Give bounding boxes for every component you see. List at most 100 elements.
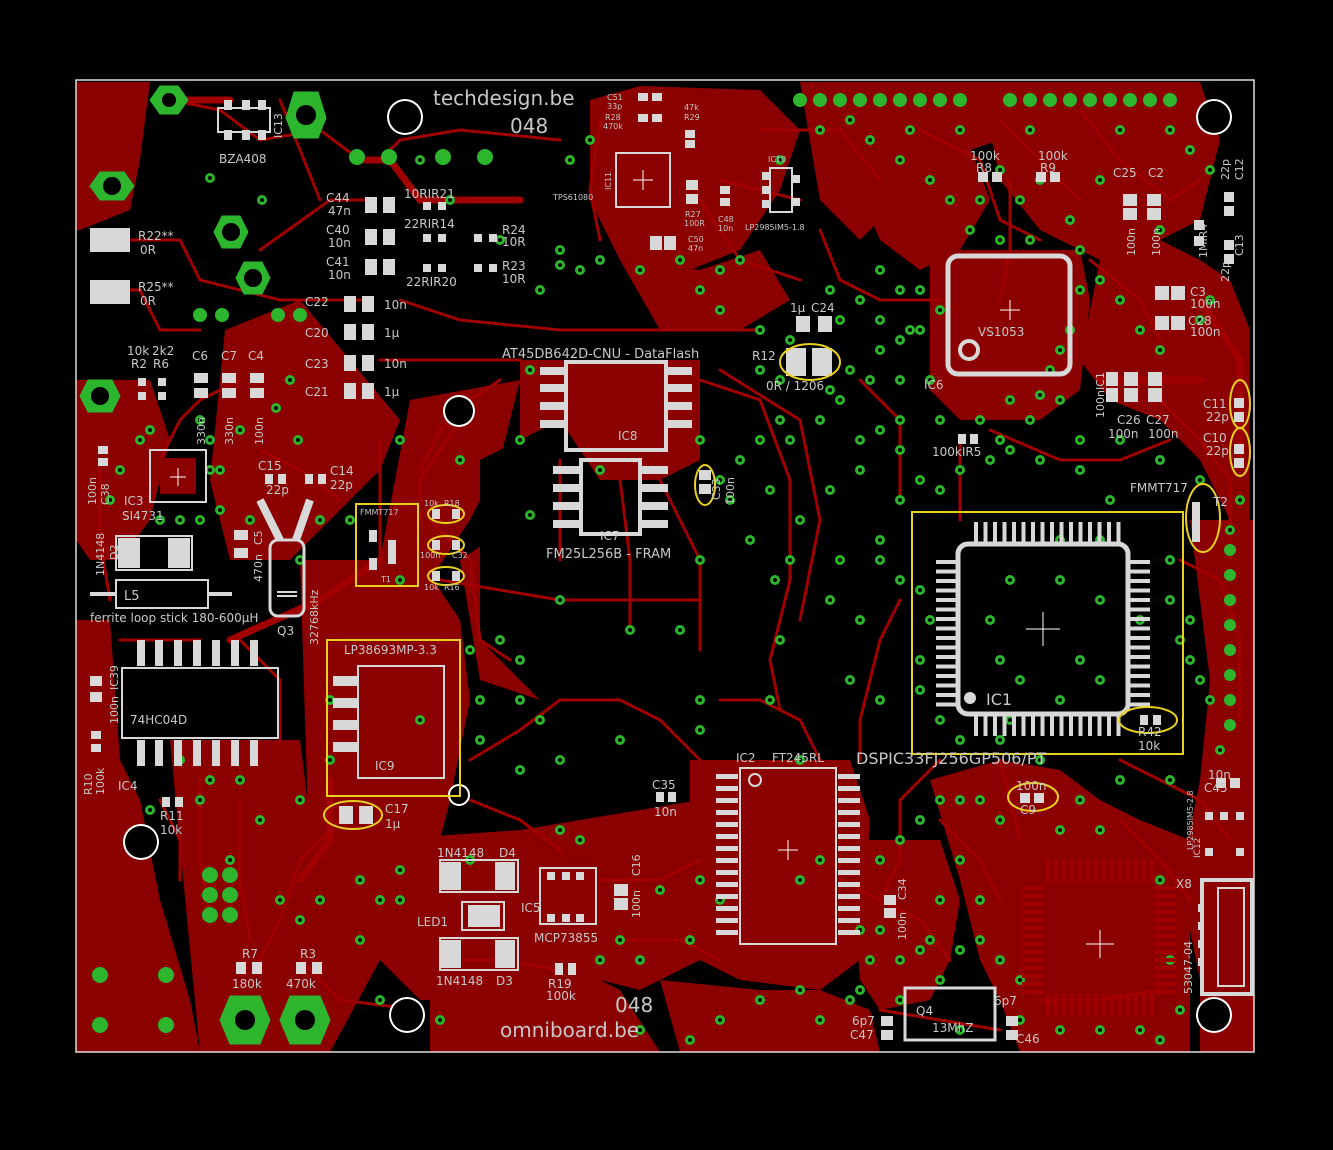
label-ic7: IC7 [600, 529, 620, 543]
label-tps61080: TPS61080 [552, 193, 593, 202]
label-c35-value: 10n [654, 805, 677, 819]
label-c24: C24 [811, 301, 835, 315]
label-c22: C22 [305, 295, 329, 309]
label-c15-value: 22p [266, 483, 289, 497]
label-r11-value: 10k [160, 823, 182, 837]
label-x8: X8 [1176, 877, 1192, 891]
label-q4-value: 13MhZ [932, 1021, 973, 1035]
q3-crystal [256, 498, 314, 618]
label-r22-value: 0R [140, 243, 156, 257]
74hc04d-package [121, 667, 279, 739]
label-r23: R23 [502, 259, 526, 273]
label-c26: C26 [1117, 413, 1141, 427]
label-x8-value: 53047-04 [1182, 941, 1195, 994]
label-c23: C23 [305, 357, 329, 371]
yellow-highlights [323, 343, 1251, 830]
label-c41: C41 [326, 255, 350, 269]
label-ic11: IC11 [604, 172, 613, 190]
label-lp2985b: LP2985IM5-2.8 [1186, 790, 1195, 850]
label-c5: C5 [252, 530, 265, 545]
label-r27-value: 100R [684, 219, 705, 228]
label-c2: C2 [1148, 166, 1164, 180]
label-c2-value: 100n [1150, 228, 1163, 256]
label-c17: C17 [385, 802, 409, 816]
label-c48-value: 10n [718, 224, 733, 233]
label-r29: R29 [684, 113, 700, 122]
label-c5-value: 470n [252, 554, 265, 582]
header-brand: techdesign.be [433, 86, 575, 110]
label-ic2: IC2 [736, 751, 756, 765]
label-r11: R11 [160, 809, 184, 823]
label-c34: C34 [896, 878, 909, 900]
label-q3: Q3 [277, 624, 294, 638]
label-ic6: IC6 [924, 378, 944, 392]
label-r21: 10RIR21 [404, 187, 455, 201]
label-c28-value: 100n [1190, 325, 1221, 339]
label-c4: C4 [248, 349, 264, 363]
label-c47: C47 [850, 1028, 874, 1042]
label-c11: C11 [1203, 397, 1227, 411]
label-c35: C35 [652, 778, 676, 792]
qfn-package [1051, 893, 1147, 989]
tps61080-package [615, 152, 671, 208]
label-c38: C38 [99, 483, 112, 505]
unpoured-regions [480, 360, 1150, 740]
label-d2: D2 [108, 545, 121, 560]
label-r3-value: 470k [286, 977, 316, 991]
label-c7: C7 [221, 349, 237, 363]
label-r24-value: 10R [502, 235, 526, 249]
label-led1: LED1 [417, 915, 448, 929]
label-c24-value: 1µ [790, 301, 806, 315]
label-ic13: IC13 [272, 113, 285, 138]
label-ic12: IC12 [1193, 838, 1203, 858]
lp38693-package [357, 665, 445, 779]
label-c32-value: 100n [420, 551, 440, 560]
label-r28-value: 470k [603, 122, 623, 131]
ic-pins [137, 100, 1244, 922]
label-c10-value: 22p [1206, 444, 1229, 458]
label-d4: D4 [499, 846, 516, 860]
label-r20: 22RIR20 [406, 275, 457, 289]
label-c14: C14 [330, 464, 354, 478]
label-r22: R22** [138, 229, 174, 243]
label-r6-value: 2k2 [152, 344, 174, 358]
label-d4-value: 1N4148 [437, 846, 484, 860]
label-lp38693: LP38693MP-3.3 [344, 643, 437, 657]
label-d3: D3 [496, 974, 513, 988]
label-c46: C46 [1016, 1032, 1040, 1046]
label-c41-value: 10n [328, 268, 351, 282]
label-c40: C40 [326, 223, 350, 237]
label-r27: R27 [685, 210, 701, 219]
ft245-package [739, 767, 837, 945]
label-c9-value: 100n [1016, 779, 1047, 793]
label-r7: R7 [242, 947, 258, 961]
label-d2-value: 1N4148 [94, 533, 107, 576]
label-r16: 10k [424, 583, 439, 592]
label-c27: C27 [1146, 413, 1170, 427]
label-c44: C44 [326, 191, 350, 205]
label-c50-value: 47n [688, 244, 703, 253]
label-ic3: IC3 [124, 494, 144, 508]
x8-connector [1198, 878, 1254, 996]
label-c11-value: 22p [1206, 410, 1229, 424]
label-at45: AT45DB642D-CNU - DataFlash [502, 347, 699, 362]
label-c33: C33 [710, 478, 723, 500]
label-r9-value: 100k [1038, 149, 1068, 163]
label-c14-value: 22p [330, 478, 353, 492]
label-c3-value: 100n [1190, 297, 1221, 311]
label-fmmt-t1: FMMT717 [360, 508, 399, 517]
label-c3: C3 [1190, 285, 1206, 299]
label-c21-value: 1µ [384, 385, 400, 399]
label-ic9: IC9 [375, 759, 395, 773]
label-vs1053: VS1053 [978, 325, 1024, 339]
qfn-pins [1022, 860, 1176, 1016]
label-r19-value: 100k [546, 989, 576, 1003]
label-r23-value: 10R [502, 272, 526, 286]
dspic-package [955, 541, 1131, 717]
label-r18: 10k [424, 499, 439, 508]
label-mcp73855: MCP73855 [534, 931, 598, 945]
label-c20: C20 [305, 326, 329, 340]
label-q4: Q4 [916, 1004, 933, 1018]
label-r7-value: 180k [232, 977, 262, 991]
label-dspic: DSPIC33FJ256GP506/PT [856, 749, 1046, 768]
